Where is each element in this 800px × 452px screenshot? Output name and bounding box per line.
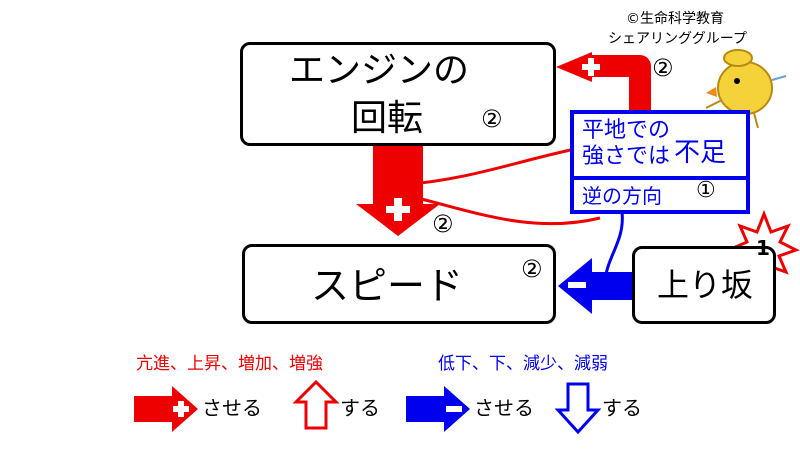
legend-red-causes: させる [202, 396, 262, 420]
slope-label: 上り坂 [657, 266, 754, 304]
red-connector-line-upper [399, 146, 581, 187]
blue-box-badge: ① [696, 178, 716, 203]
engine-node: エンジンの 回転 ② [240, 42, 556, 146]
blue-box-divider [574, 176, 746, 180]
legend-red-does: する [340, 396, 380, 420]
down-arrow-badge: ② [432, 210, 454, 238]
legend-blue-does: する [602, 396, 642, 420]
legend-red-plus-arrow-icon [134, 386, 198, 432]
slope-node: 上り坂 [632, 246, 776, 324]
legend-blue-causes: させる [474, 396, 534, 420]
chick-illustration [705, 49, 787, 129]
engine-label-line2: 回転 [351, 98, 424, 139]
red-connector-line-lower [404, 193, 601, 226]
credit-line1: ©生命科学教育 [626, 11, 724, 27]
credit-line2: シェアリンググループ [608, 31, 747, 47]
speed-node: スピード ② [242, 244, 556, 324]
legend-red-up-arrow-icon [292, 379, 340, 430]
slope-to-speed-minus-arrow [558, 258, 634, 314]
legend-red-heading: 亢進、上昇、増加、増強 [136, 354, 323, 374]
legend-blue-minus-arrow-icon [406, 386, 470, 432]
legend-blue-down-arrow-icon [554, 382, 602, 435]
blue-connector-line [603, 211, 624, 281]
blue-box-line3: 逆の方向 [582, 184, 662, 208]
blue-box-line1: 平地での [582, 118, 671, 143]
speed-label: スピード [311, 264, 464, 308]
legend-blue-heading: 低下、下、減少、減弱 [438, 354, 608, 374]
engine-to-speed-plus-arrow [356, 144, 440, 236]
engine-label-line1: エンジンの [289, 50, 470, 91]
blue-box-line2: 強さでは [582, 144, 671, 169]
topright-plus-arrow [556, 52, 651, 115]
starburst-label: 1 [756, 236, 770, 260]
engine-badge: ② [481, 105, 503, 133]
speed-badge: ② [521, 255, 543, 283]
top-arrow-badge: ② [652, 54, 674, 82]
blue-explanation-box: 平地での 強さでは 不足 逆の方向 ① [570, 110, 750, 214]
blue-box-line2b: 不足 [674, 138, 727, 168]
